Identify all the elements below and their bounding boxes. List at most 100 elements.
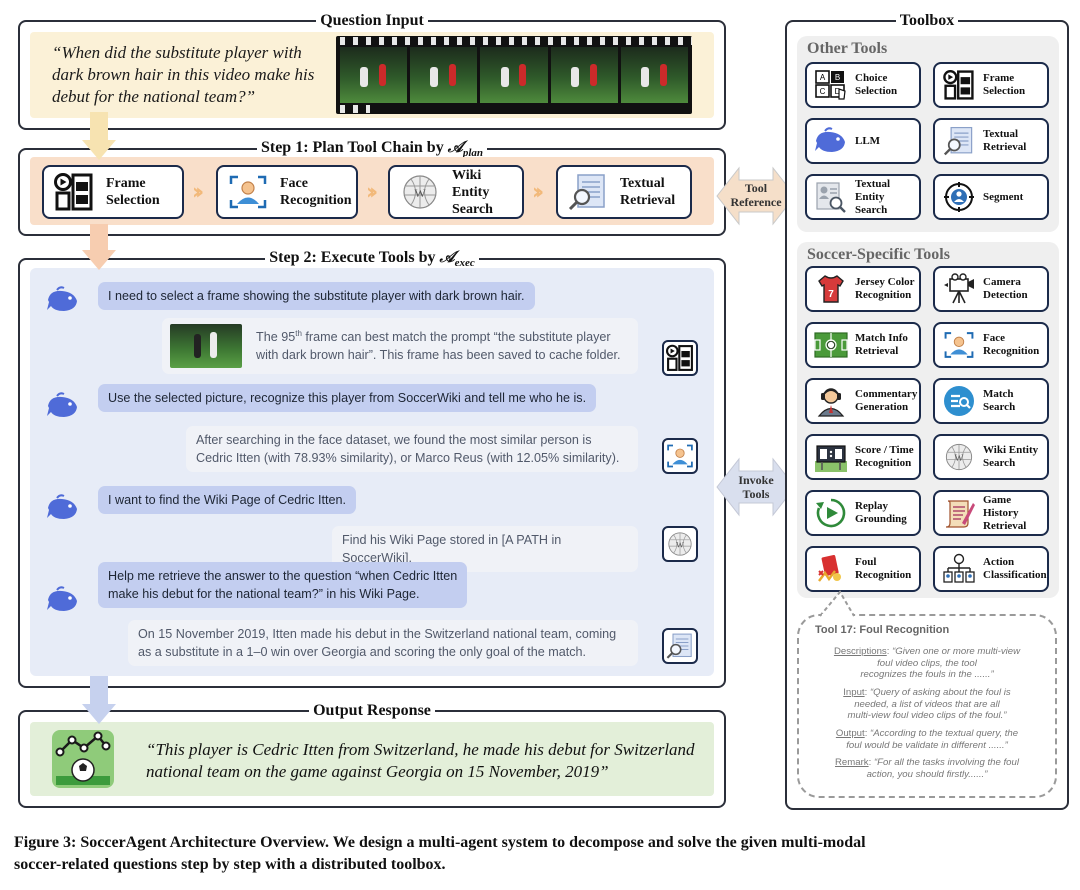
pitch-icon: [813, 328, 849, 362]
frame-selection-icon: [941, 68, 977, 102]
tool-description-card: Tool 17: Foul Recognition Descriptions: …: [797, 614, 1057, 798]
chevron-right-icon: ››: [366, 180, 378, 205]
chevron-right-icon: ››: [532, 180, 544, 205]
toolbox-title: Toolbox: [895, 12, 959, 30]
video-filmstrip: [336, 36, 692, 114]
tool-response-frame: The 95th frame can best match the prompt…: [162, 318, 638, 374]
action-tree-icon: [941, 552, 977, 586]
svg-text:7: 7: [828, 289, 834, 300]
svg-text:B: B: [835, 73, 840, 82]
soccer-tools-title: Soccer-Specific Tools: [807, 246, 950, 263]
face-recognition-icon: [226, 172, 270, 212]
tool-reference-label: Tool Reference: [730, 181, 782, 209]
agent-whale-icon: [47, 586, 77, 611]
question-input-title: Question Input: [316, 12, 428, 30]
selected-frame-thumbnail: [170, 324, 242, 368]
document-search-icon: [662, 628, 698, 664]
svg-text:C: C: [820, 87, 826, 96]
agent-message: Help me retrieve the answer to the quest…: [98, 562, 468, 608]
frame-selection-icon: [52, 172, 96, 212]
svg-text:W: W: [676, 541, 684, 550]
agent-message: Use the selected picture, recognize this…: [98, 384, 597, 412]
down-arrow-icon: [82, 112, 116, 162]
step1-title: Step 1: Plan Tool Chain by 𝒜plan: [256, 138, 488, 160]
scroll-icon: [941, 496, 977, 530]
foul-card-icon: [813, 552, 849, 586]
figure-caption: Figure 3: SoccerAgent Architecture Overv…: [14, 834, 866, 873]
svg-text:W: W: [955, 454, 964, 464]
entity-search-icon: [813, 180, 849, 214]
llm-whale-icon: [813, 124, 849, 158]
agent-whale-icon: [47, 286, 77, 311]
wikipedia-globe-icon: W: [941, 440, 977, 474]
speech-bubble-tail: [819, 590, 855, 618]
tool-llm: LLM: [805, 118, 921, 164]
tool-card-output: Output: “According to the textual query,…: [835, 728, 1019, 751]
invoke-tools-label: Invoke Tools: [738, 473, 774, 501]
question-text: “When did the substitute player with dar…: [52, 43, 315, 106]
down-arrow-icon: [82, 224, 116, 272]
camera-icon: [941, 272, 977, 306]
tool-response-face: After searching in the face dataset, we …: [186, 426, 638, 472]
execution-conversation: I need to select a frame showing the sub…: [30, 268, 714, 676]
replay-icon: [813, 496, 849, 530]
document-search-icon: [566, 172, 610, 212]
tool-response-retrieval: On 15 November 2019, Itten made his debu…: [128, 620, 638, 666]
output-response-title: Output Response: [309, 702, 435, 720]
tool-card-remark: Remark: “For all the tasks involving the…: [835, 757, 1019, 780]
face-recognition-icon: [662, 438, 698, 474]
tool-segment: Segment: [933, 174, 1049, 220]
wikipedia-globe-icon: W: [398, 172, 442, 212]
jersey-icon: 7: [813, 272, 849, 306]
match-search-icon: [941, 384, 977, 418]
chevron-right-icon: ››: [192, 180, 204, 205]
frame-selection-icon: [662, 340, 698, 376]
step2-title: Step 2: Execute Tools by 𝒜exec: [265, 248, 479, 270]
tool-card-input: Input: “Query of asking about the foul i…: [843, 687, 1011, 721]
tool-card-title: Tool 17: Foul Recognition: [815, 624, 950, 636]
agent-message: I want to find the Wiki Page of Cedric I…: [98, 486, 356, 514]
face-recognition-icon: [941, 328, 977, 362]
wikipedia-globe-icon: W: [662, 526, 698, 562]
scoreboard-icon: [813, 440, 849, 474]
svg-text:W: W: [414, 186, 426, 200]
segment-target-icon: [941, 180, 977, 214]
output-answer-text: “This player is Cedric Itten from Switze…: [146, 740, 695, 781]
agent-whale-icon: [47, 392, 77, 417]
question-box: “When did the substitute player with dar…: [30, 32, 714, 118]
down-arrow-icon: [82, 676, 116, 726]
document-search-icon: [941, 124, 977, 158]
svg-text:D: D: [835, 87, 841, 96]
svg-text:A: A: [820, 73, 826, 82]
agent-message: I need to select a frame showing the sub…: [98, 282, 535, 310]
output-box: “This player is Cedric Itten from Switze…: [30, 722, 714, 796]
tool-card-descriptions: Descriptions: “Given one or more multi-v…: [833, 646, 1021, 680]
soccer-stats-icon: [52, 730, 114, 788]
agent-whale-icon: [47, 494, 77, 519]
commentator-icon: [813, 384, 849, 418]
